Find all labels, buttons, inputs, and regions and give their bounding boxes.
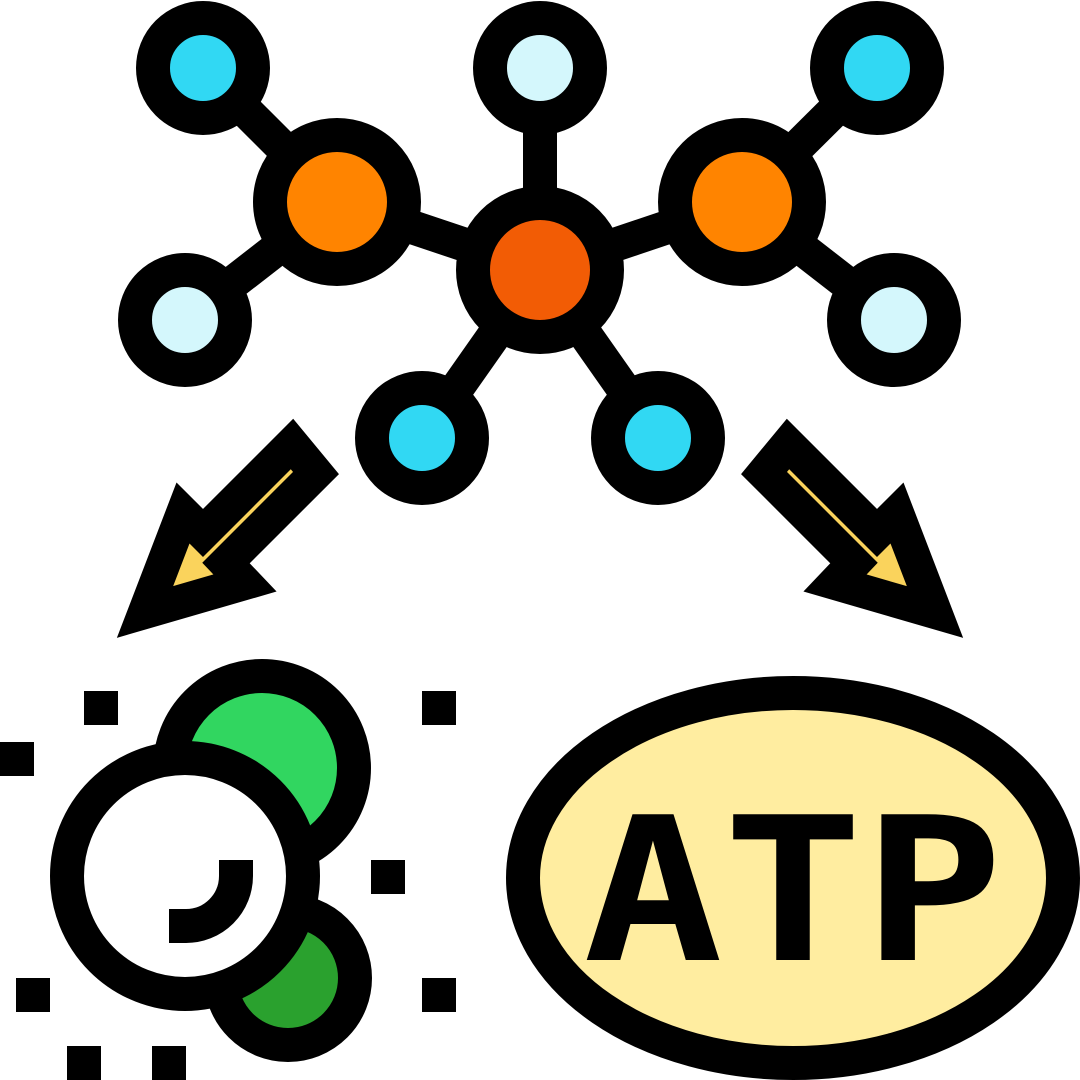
atom-branch-right	[658, 118, 826, 286]
energy-cluster	[50, 659, 372, 1062]
atp-ellipse	[506, 676, 1080, 1080]
sparkle-square	[152, 1046, 186, 1080]
atp-label: ATP	[583, 775, 1003, 1008]
sparkle-square	[422, 978, 456, 1012]
atom-leaf-top-right	[810, 1, 944, 135]
sparkles	[0, 691, 456, 1080]
glyph-mark-icon	[169, 860, 253, 943]
arrow-down-left	[116, 418, 339, 638]
molecule-atoms	[118, 1, 961, 505]
sparkle-square	[16, 978, 50, 1012]
atom-leaf-bottom-left	[355, 371, 489, 505]
arrow-down-left-fill	[116, 418, 339, 638]
sparkle-square	[0, 742, 34, 776]
sparkle-square	[67, 1046, 101, 1080]
sparkle-square	[422, 691, 456, 725]
atom-core	[456, 186, 624, 354]
arrow-down-right-fill	[741, 418, 964, 638]
white-circle	[50, 741, 320, 1011]
sparkle-square	[84, 691, 118, 725]
sparkle-square	[371, 860, 405, 894]
atom-branch-left	[253, 118, 421, 286]
atom-leaf-top	[473, 1, 607, 135]
atom-leaf-top-left	[136, 1, 270, 135]
atp-badge: ATP	[506, 676, 1080, 1080]
atom-leaf-bottom-right	[591, 371, 725, 505]
atom-leaf-left	[118, 253, 252, 387]
arrow-down-right	[741, 418, 964, 638]
atom-leaf-right	[827, 253, 961, 387]
